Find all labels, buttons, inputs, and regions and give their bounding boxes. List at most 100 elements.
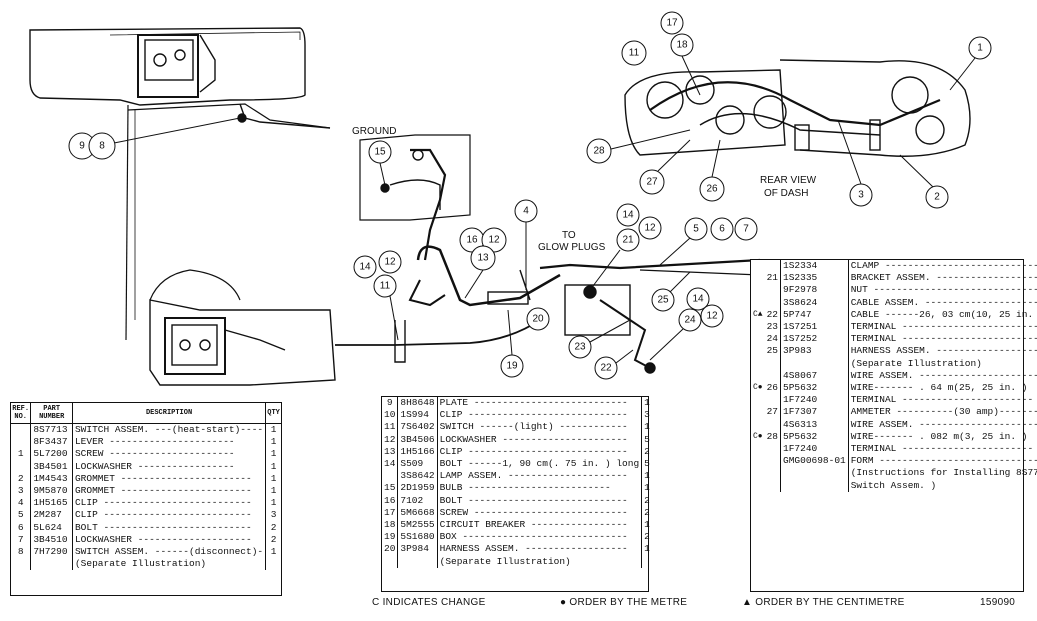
callout-14: 14 xyxy=(359,262,371,273)
callout-27: 27 xyxy=(646,177,658,188)
cell-ref: 19 xyxy=(382,531,399,544)
cell-part: 1S2334 xyxy=(780,260,849,273)
callout-28: 28 xyxy=(593,146,605,157)
cell-desc: HARNESS ASSEM. -------------------- xyxy=(848,345,1037,358)
cell-desc: (Separate Illustration) xyxy=(72,558,267,571)
callout-1: 1 xyxy=(977,43,983,54)
cell-desc: BULB ------------------------- xyxy=(437,482,643,495)
cell-qty: 5 xyxy=(644,458,650,470)
cell-part xyxy=(780,479,849,492)
table-row: 1F7240 TERMINAL -----------------------2 xyxy=(751,394,1037,407)
table-row: 8F3437 LEVER ----------------------1 xyxy=(11,436,281,449)
cell-ref: 3 xyxy=(11,485,32,498)
cell-part: 8F3437 xyxy=(30,436,73,449)
cell-part: 1S994 xyxy=(397,409,438,422)
cell-part: 5S1680 xyxy=(397,531,438,544)
table-row: 9F2978 NUT -----------------------------… xyxy=(751,284,1037,297)
cell-part: 7102 xyxy=(397,494,438,507)
cell-qty: 1 xyxy=(644,543,650,555)
cell-ref: 25 xyxy=(764,345,782,358)
callout-14: 14 xyxy=(622,210,634,221)
cell-part xyxy=(30,558,73,571)
cell-part xyxy=(397,555,438,568)
rear-view-label-2: OF DASH xyxy=(764,188,808,199)
cell-qty: 2 xyxy=(270,533,277,545)
callout-15: 15 xyxy=(374,147,386,158)
callout-19: 19 xyxy=(506,361,518,372)
callout-20: 20 xyxy=(532,314,544,325)
callout-11: 11 xyxy=(629,48,640,59)
cell-ref: 8 xyxy=(11,546,32,559)
cell-qty: 1 xyxy=(644,421,650,433)
cell-ref xyxy=(764,418,782,431)
cell-ref: 26 xyxy=(764,382,782,395)
cell-desc: WIRE ASSEM. ----------------------- xyxy=(848,369,1037,383)
cell-ref: 24 xyxy=(764,333,782,346)
cell-desc: (Separate Illustration) xyxy=(848,357,1037,370)
cell-ref xyxy=(764,284,782,297)
cell-qty: 3 xyxy=(270,509,277,521)
cell-desc: CLIP ---------------------------- xyxy=(437,409,643,422)
callout-6: 6 xyxy=(719,224,725,235)
callout-23: 23 xyxy=(574,342,586,353)
cell-mark xyxy=(751,406,765,418)
cell-part: 1F7307 xyxy=(780,406,849,419)
cell-ref: 2 xyxy=(11,472,32,486)
cell-ref: 7 xyxy=(11,533,32,547)
cell-mark xyxy=(751,480,765,492)
cell-desc: LOCKWASHER ----------------- xyxy=(72,460,267,473)
cell-part: 3P983 xyxy=(780,345,849,358)
cell-qty: 1 xyxy=(644,482,650,494)
cell-qty: 1 xyxy=(270,436,277,448)
callout-25: 25 xyxy=(657,295,669,306)
cell-desc: GROMMET ----------------------- xyxy=(72,472,267,486)
figure-code: 159090 xyxy=(980,597,1016,608)
callout-7: 7 xyxy=(743,224,749,235)
cell-ref xyxy=(382,470,399,483)
cell-ref xyxy=(764,357,782,370)
cell-desc: CABLE ------26, 03 cm(10, 25 in. ) xyxy=(848,308,1037,322)
table-row: 3B4501 LOCKWASHER -----------------1 xyxy=(11,460,281,473)
cell-part: 1H5166 xyxy=(397,445,438,459)
callout-12: 12 xyxy=(384,257,396,268)
cell-desc: BOLT ---------------------------- xyxy=(437,494,643,507)
cell-part: 3B4506 xyxy=(397,433,438,446)
table-row: 1F7240 TERMINAL -----------------------2 xyxy=(751,443,1037,456)
callout-3: 3 xyxy=(858,190,864,201)
cell-part: 5P5632 xyxy=(780,382,849,395)
parts-table-left: REF. NO. PART NUMBER DESCRIPTION QTY 8S7… xyxy=(10,402,282,596)
cell-qty: 1 xyxy=(270,460,277,472)
cell-qty: 2 xyxy=(644,506,650,518)
cell-part: S509 xyxy=(397,458,438,471)
cell-mark: C● xyxy=(753,431,763,441)
callout-14: 14 xyxy=(692,294,704,305)
cell-ref: 1 xyxy=(11,448,32,461)
callout-17: 17 xyxy=(666,18,678,29)
callout-4: 4 xyxy=(523,206,529,217)
cell-desc: CABLE ASSEM. ---------------------- xyxy=(848,296,1037,309)
cell-mark xyxy=(751,455,765,467)
cell-qty: 3 xyxy=(644,409,650,421)
callout-18: 18 xyxy=(676,40,688,51)
cell-part: 1S2335 xyxy=(780,272,849,285)
cell-desc: LAMP ASSEM. --------------------- xyxy=(437,470,643,483)
cell-mark xyxy=(751,321,765,333)
callout-12: 12 xyxy=(488,235,500,246)
col-desc: DESCRIPTION xyxy=(72,403,267,424)
cell-qty: 1 xyxy=(270,472,277,484)
cell-ref: 13 xyxy=(382,445,399,459)
col-ref: REF. NO. xyxy=(11,403,32,424)
cell-ref: 5 xyxy=(11,509,32,522)
